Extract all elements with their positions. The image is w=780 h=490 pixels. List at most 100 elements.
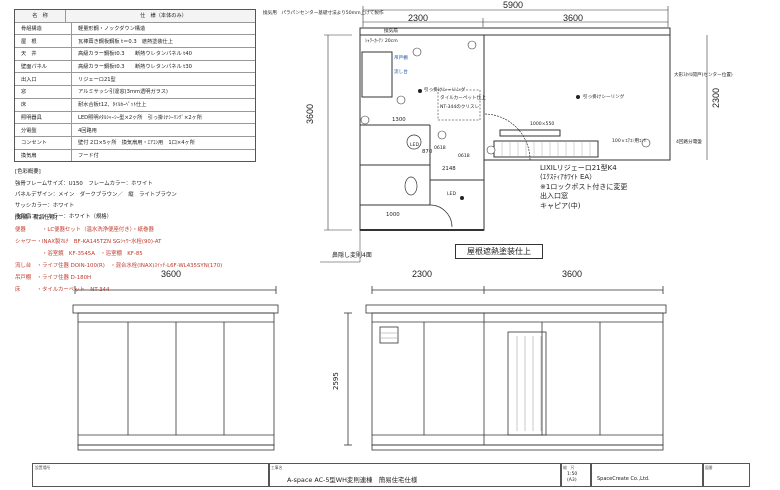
carpet-code: NT-344のクリスレ — [440, 105, 480, 110]
front-elevation-right-width: 3600 — [562, 269, 583, 279]
plan-top-note: 換気用 パラパンセンター基礎寸法より50mm上げて製作 — [263, 11, 384, 16]
spec-key: 天 井 — [15, 48, 72, 60]
color-spec-line: パネルデザイン：メイン ダークブラウン／ 縦 ライトブラウン — [15, 192, 177, 198]
spec-key: 壁面パネル — [15, 60, 72, 73]
spec-value: 4回路用 — [78, 127, 97, 134]
front-elevation — [344, 286, 667, 451]
spec-value: フード付 — [78, 152, 99, 159]
door-note-line: ※1ロックポスト付きに変更 — [540, 182, 628, 191]
door-note-line: 出入口窓 — [540, 192, 568, 201]
vent-label: 換気扇 — [384, 29, 398, 34]
dim-870: 870 — [422, 149, 433, 155]
side-elevation-width: 3600 — [161, 269, 182, 279]
dim-right-vertical: 2300 — [711, 87, 721, 108]
door-note-line: LIXILリジェーロ21型K4 — [540, 164, 617, 172]
distribution-panel: 4回路分電盤 — [676, 140, 702, 145]
dim-1000: 1000 — [386, 212, 400, 218]
side-elevation — [72, 286, 279, 451]
title-block-scale: 縮 尺 1:50 (A3) — [560, 463, 592, 487]
spec-row: 壁面パネル高級カラー鋼板t0.3 断熱ウレタンパネル t30 — [15, 60, 255, 74]
spec-row: 換気扇フード付 — [15, 149, 255, 162]
spec-row: 骨組構造軽量形鋼・ノックダウン構造 — [15, 22, 255, 36]
ceiling-light-1: 引っ掛けシーリング — [424, 88, 466, 93]
spec-row: 出入口リジェーロ21型 — [15, 73, 255, 87]
spec-key: 骨組構造 — [15, 22, 72, 35]
spec-value: 軽量形鋼・ノックダウン構造 — [78, 26, 146, 33]
dim-right: 3600 — [563, 13, 584, 23]
equipment-line: シャワー・INAX製ﾏﾙﾁ BF-KA145TZN SGｼｬﾜｰ水栓(90)-A… — [15, 239, 162, 245]
spec-key: 出入口 — [15, 73, 72, 86]
roof-finish-label: 屋根遮熱塗装仕上 — [455, 244, 543, 259]
spec-value: 高級カラー鋼板t0.3 断熱ウレタンパネル t40 — [78, 51, 192, 58]
spec-key: 床 — [15, 98, 72, 111]
scale-caption: 縮 尺 — [563, 465, 575, 470]
dim-total: 5900 — [503, 0, 524, 10]
title-block-site: 設置場所 — [32, 463, 270, 487]
front-elevation-left-width: 2300 — [412, 269, 433, 279]
color-spec: [色彩概要] 強骨フレームサイズ：U150 フレームカラー：ホワイト パネルデザ… — [15, 167, 177, 220]
toilet-led: LED — [410, 143, 419, 148]
color-spec-line: 換気扇フードカラー：ホワイト（規格） — [15, 214, 113, 220]
spec-key: 換気扇 — [15, 149, 72, 162]
door-position-note: 大形ｽﾀｲﾙ開戸(センター位置) — [674, 73, 733, 78]
spec-value: 耐水合板t12、ﾀｲﾙｶｰﾍﾟｯﾄ仕上 — [78, 102, 147, 109]
spec-value: 高級カラー鋼板t0.3 断熱ウレタンパネル t30 — [78, 64, 192, 71]
color-spec-title: [色彩概要] — [15, 169, 41, 175]
shelf-label: 吊戸棚 — [394, 56, 408, 61]
door-note-line: (ｴｸｽﾃｨｱﾎﾜｲﾄ EA） — [540, 173, 597, 182]
spec-row: 分電盤 4回路用 — [15, 124, 255, 137]
color-spec-line: 強骨フレームサイズ：U150 フレームカラー：ホワイト — [15, 181, 153, 187]
carpet-label: タイルカーペット仕上 — [440, 96, 486, 101]
dim-left: 2300 — [408, 13, 429, 23]
equipment-line: 流し台 ・ライフ住器 DOIN-100(R) ・混合水栓(INAX)ｽｲｯﾁ-L… — [15, 263, 223, 269]
dim-1300: 1300 — [392, 117, 406, 123]
spec-key: 屋 根 — [15, 35, 72, 48]
dim-0618-b: 0618 — [458, 154, 470, 159]
window-size: 1000×550 — [530, 122, 555, 127]
spec-key: 窓 — [15, 86, 72, 98]
spec-row: 天 井高級カラー鋼板t0.3 断熱ウレタンパネル t40 — [15, 48, 255, 61]
spec-key: 分電盤 — [15, 124, 72, 136]
front-elevation-height: 2595 — [332, 372, 340, 390]
drawing-number-caption: 図番 — [705, 465, 713, 470]
scale-paper: (A3) — [567, 478, 577, 483]
spec-row: 屋 根瓦棒葺き鋼板鋼板 t＝0.3 遮熱塗装仕上 — [15, 35, 255, 49]
project-name: A-space AC-5型WH変則連棟 簡易住宅仕様 — [287, 476, 418, 484]
scale-value: 1:50 — [567, 472, 578, 477]
door-spec-note: LIXILリジェーロ21型K4 (ｴｸｽﾃｨｱﾎﾜｲﾄ EA） ※1ロックポスト… — [540, 164, 627, 211]
spec-value: 壁付 2口×5ヶ所 換気扇用・ｴｱｺﾝ用 1口×4ヶ所 — [78, 140, 195, 147]
door-note-line: キャピア(中) — [540, 201, 581, 210]
project-caption: 工事名 — [271, 465, 283, 470]
site-caption: 設置場所 — [35, 465, 51, 470]
spec-header: 名 称 仕 様（本体のみ） — [15, 10, 255, 23]
spec-table: 名 称 仕 様（本体のみ） 骨組構造軽量形鋼・ノックダウン構造 屋 根瓦棒葺き鋼… — [14, 9, 256, 163]
equipment-title: [設備・備品仕様] — [15, 215, 57, 221]
led-label: LED — [447, 192, 456, 197]
ceiling-light-2: 引っ掛けシーリング — [583, 95, 625, 100]
title-block-company: SpaceCreate Co.,Ltd. — [590, 463, 704, 487]
title-block-project: 工事名 A-space AC-5型WH変則連棟 簡易住宅仕様 — [268, 463, 562, 487]
spec-value: 瓦棒葺き鋼板鋼板 t＝0.3 遮熱塗装仕上 — [78, 38, 173, 45]
equipment-line: ・浴室鏡 KF-3545A ・浴室棚 KF-85 — [15, 251, 143, 257]
company-name: SpaceCreate Co.,Ltd. — [597, 476, 650, 482]
curtain-label: ｼｬﾜｰｶｰﾃﾝ 20cm — [365, 39, 398, 44]
equipment-line: 床 ・タイルカーペット NT-344 — [15, 287, 110, 293]
roof-drain-note: 鼻隠し変則4面 — [332, 252, 372, 259]
spec-header-name: 名 称 — [15, 10, 66, 22]
sink-label: 流し台 — [394, 70, 408, 75]
equipment-line: 便器 ・LC便器セット（温水洗浄便座付き）・紙巻器 — [15, 227, 154, 233]
color-spec-line: サッシカラー：ホワイト — [15, 203, 75, 209]
spec-header-value: 仕 様（本体のみ） — [140, 13, 187, 20]
spec-value: アルミサッシ引違窓(3mm透明ガラス) — [78, 89, 168, 96]
spec-key: コンセント — [15, 136, 72, 149]
spec-row: 窓アルミサッシ引違窓(3mm透明ガラス) — [15, 86, 255, 99]
spec-key: 照明器具 — [15, 111, 72, 124]
spec-value: リジェーロ21型 — [78, 76, 116, 83]
title-block-drawing-number: 図番 — [702, 463, 750, 487]
spec-row: 床耐水合板t12、ﾀｲﾙｶｰﾍﾟｯﾄ仕上 — [15, 98, 255, 112]
equipment-line: 吊戸棚 ・ライフ住器 D-180H — [15, 275, 92, 281]
aircon-outlet: 100ｖｴｱｺﾝ用ｺﾝｾ — [612, 139, 647, 144]
